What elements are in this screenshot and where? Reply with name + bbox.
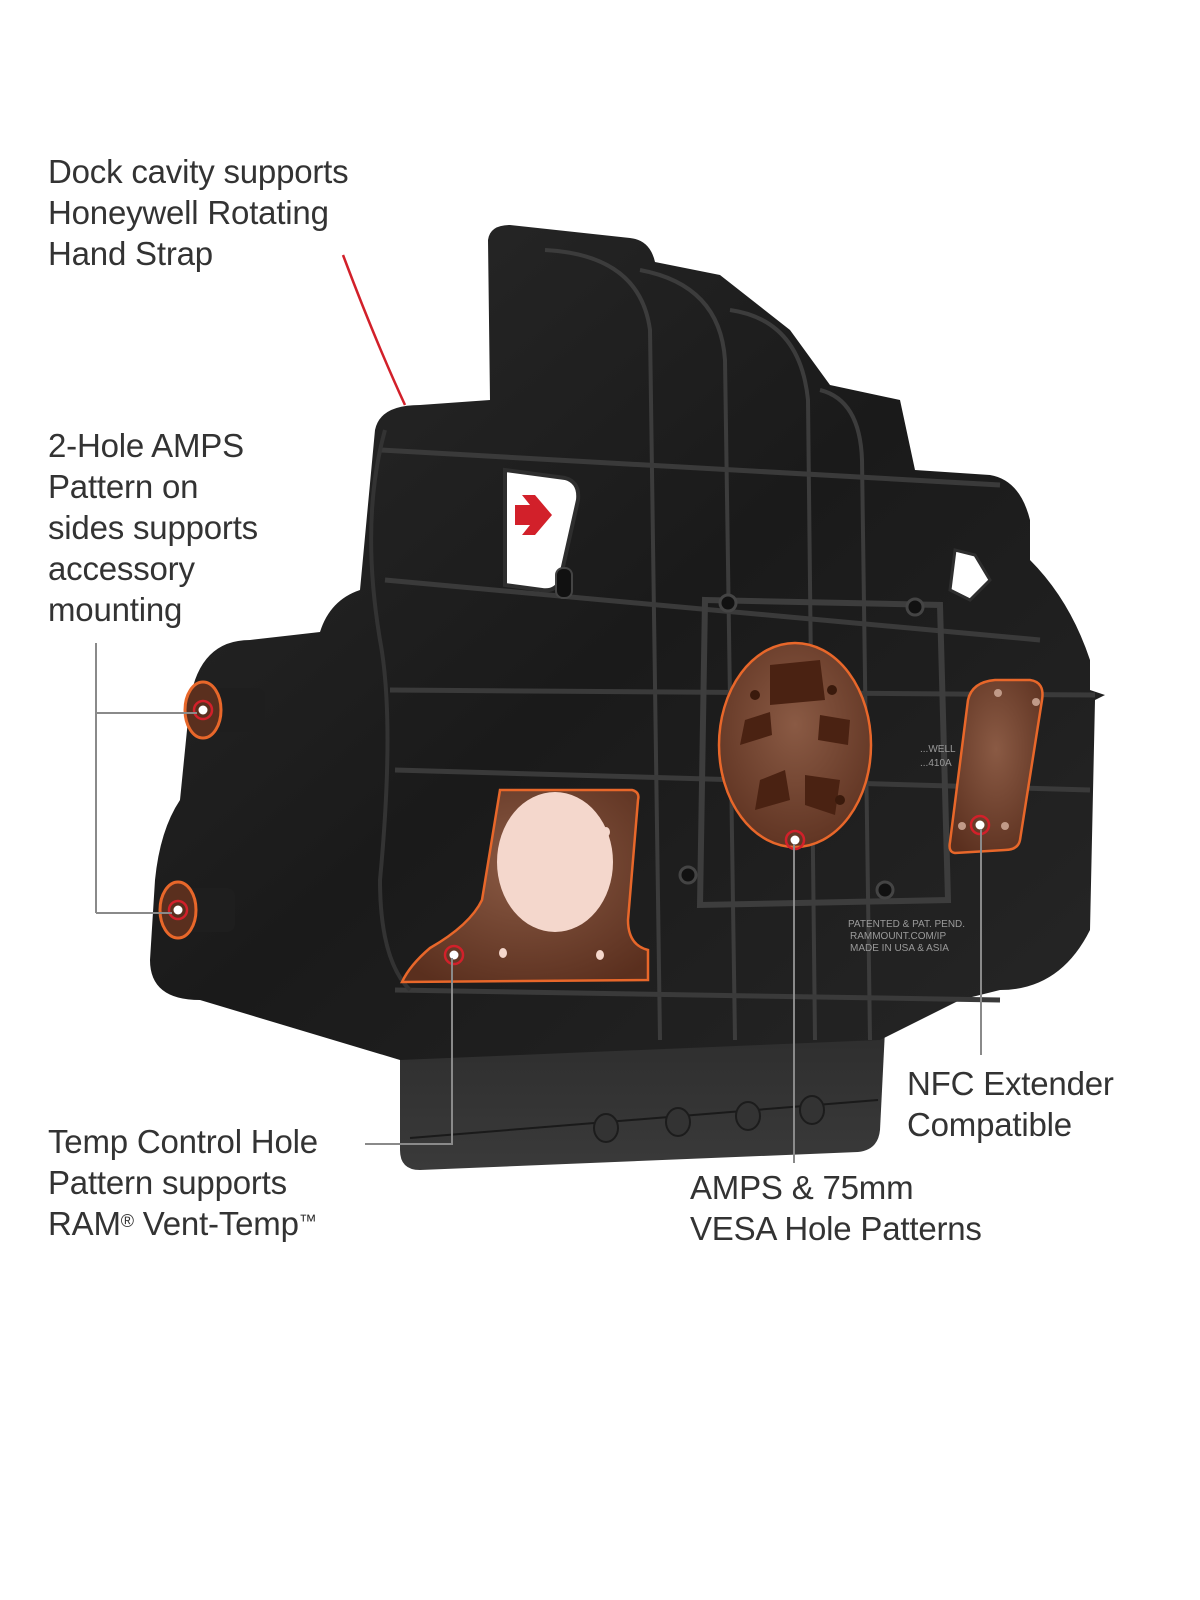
callout-text: Hand Strap [48,235,213,272]
molded-text-partial-1: ...WELL [920,744,956,755]
callout-text: NFC Extender [907,1065,1114,1102]
callout-text: Vent-Temp [133,1205,299,1242]
molded-text-url: RAMMOUNT.COM/IP [850,931,946,942]
callout-text: RAM [48,1205,121,1242]
callout-text: mounting [48,591,183,628]
callout-text: accessory [48,550,195,587]
callout-text: AMPS & 75mm [690,1169,914,1206]
trademark-mark: ™ [298,1211,317,1231]
callout-text: VESA Hole Patterns [690,1210,982,1247]
callout-lines [95,254,982,1163]
molded-text-origin: MADE IN USA & ASIA [850,943,949,954]
vesa-amps-plate [717,641,873,851]
callout-line-temp-control [365,958,453,1145]
callout-text: Pattern on [48,468,199,505]
registered-mark: ® [120,1211,134,1231]
callout-line-amps-side [95,643,197,914]
callout-text: Dock cavity supports [48,153,349,190]
callout-text: Pattern supports [48,1164,287,1201]
temp-control-plate [400,788,650,984]
callout-text: 2-Hole AMPS [48,427,244,464]
molded-text-patent: PATENTED & PAT. PEND. [848,919,965,930]
callout-line-dock-cavity [341,254,407,406]
callout-text: Compatible [907,1106,1072,1143]
side-amps-boss-upper [183,680,265,740]
callout-text: Temp Control Hole [48,1123,318,1160]
callout-two-hole-amps: 2-Hole AMPS Pattern on sides supports acces… [48,425,258,630]
side-amps-boss-lower [158,880,235,940]
molded-text-partial-2: ...410A [920,758,952,769]
callout-text: Honeywell Rotating [48,194,329,231]
callout-text: sides supports [48,509,258,546]
red-arrow-icon [515,495,552,535]
